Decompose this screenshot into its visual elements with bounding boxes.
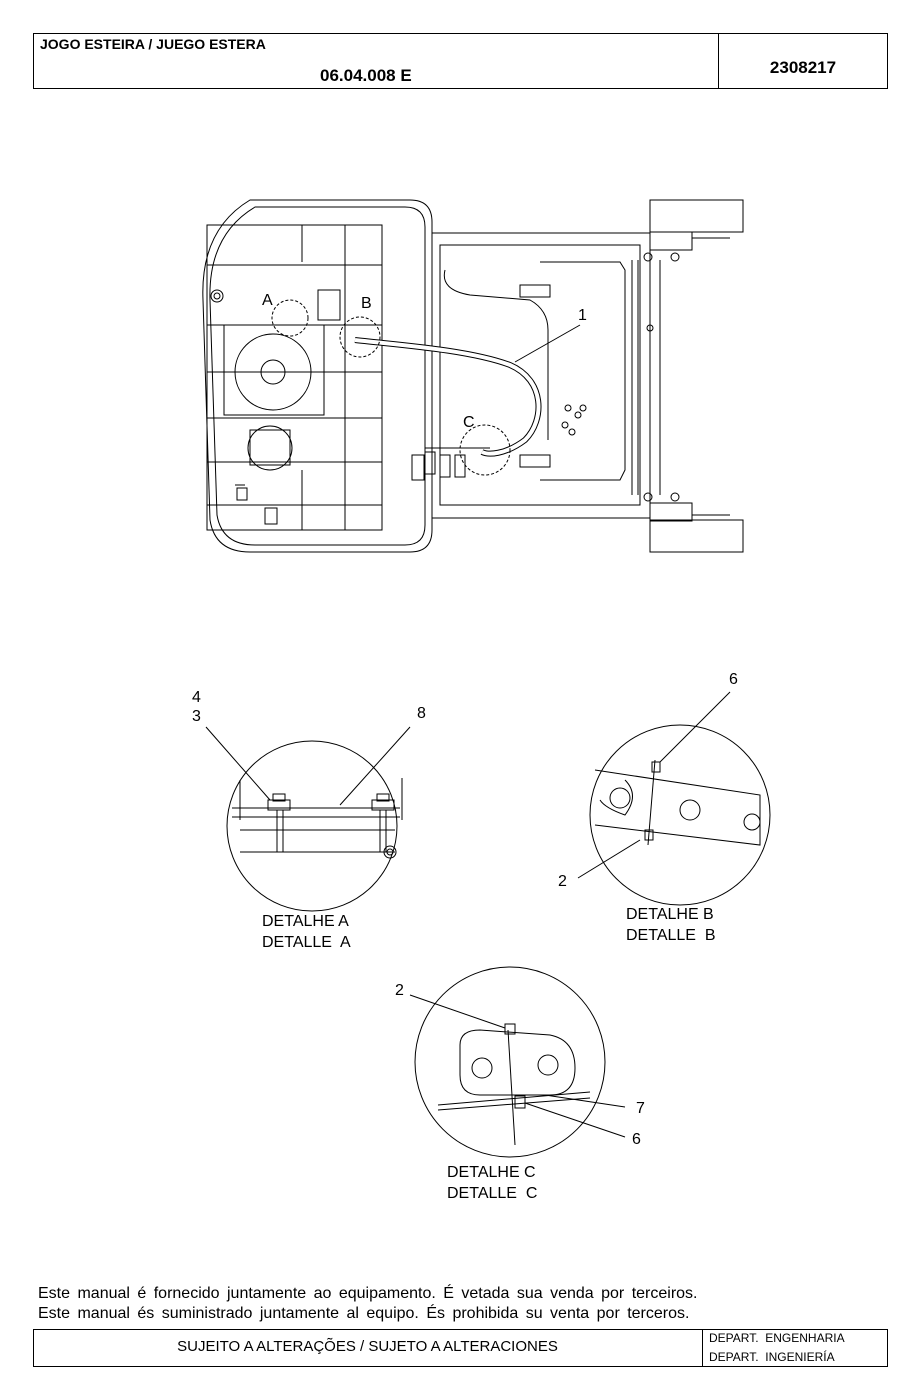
department-es: DEPART. INGENIERÍA [709, 1350, 835, 1364]
document-title: JOGO ESTEIRA / JUEGO ESTERA [40, 36, 266, 52]
document-code: 06.04.008 E [320, 66, 412, 85]
header-divider [718, 33, 719, 89]
callout-6: 6 [632, 1131, 641, 1148]
callout-3: 3 [192, 708, 201, 725]
detail-b-label-es: DETALLE B [626, 927, 716, 944]
part-number: 2308217 [769, 58, 837, 77]
callout-8: 8 [417, 705, 426, 722]
detail-a-label-es: DETALLE A [262, 934, 351, 951]
detail-a-drawing [205, 726, 411, 912]
detail-a-label-pt: DETALHE A [262, 913, 349, 930]
callout-c: C [463, 414, 475, 431]
detail-c-label-pt: DETALHE C [447, 1164, 536, 1181]
callout-b: B [361, 295, 372, 312]
callout-6: 6 [729, 671, 738, 688]
notice-es: Este manual és suministrado juntamente a… [38, 1305, 690, 1322]
callout-1: 1 [578, 307, 587, 324]
main-assembly-view [202, 199, 744, 553]
callout-2: 2 [395, 982, 404, 999]
header-box [33, 33, 888, 89]
notice-pt: Este manual é fornecido juntamente ao eq… [38, 1285, 698, 1302]
detail-c-label-es: DETALLE C [447, 1185, 538, 1202]
footer-divider [702, 1329, 703, 1367]
callout-4: 4 [192, 689, 201, 706]
department-pt: DEPART. ENGENHARIA [709, 1331, 845, 1345]
callout-7: 7 [636, 1100, 645, 1117]
callout-a: A [262, 292, 273, 309]
footer-box [33, 1329, 888, 1367]
detail-c-drawing [409, 966, 626, 1158]
subject-to-change: SUJEITO A ALTERAÇÕES / SUJETO A ALTERACI… [177, 1338, 558, 1355]
callout-2: 2 [558, 873, 567, 890]
detail-b-drawing [577, 691, 771, 906]
detail-b-label-pt: DETALHE B [626, 906, 714, 923]
